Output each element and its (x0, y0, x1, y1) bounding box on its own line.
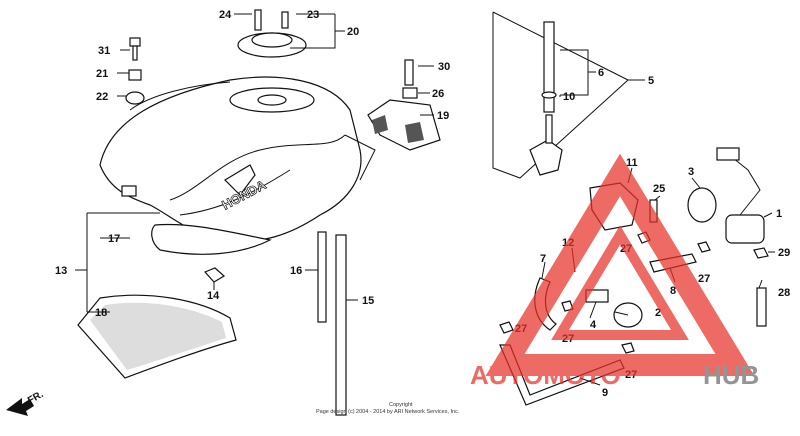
front-label: FR. (26, 389, 46, 407)
collar-21 (128, 69, 142, 81)
copyright-line-1: Copyright (389, 402, 413, 408)
fuel-valve-group (492, 11, 629, 179)
filler-cap (237, 9, 307, 58)
nut-26 (402, 87, 418, 99)
callout-24: 24 (219, 9, 232, 21)
callout-27-b: 27 (698, 273, 710, 285)
tube-15 (335, 234, 347, 416)
automotohub-watermark: AUTOMOTO HUB (470, 153, 759, 390)
grommet-3 (687, 187, 717, 223)
callout-5: 5 (648, 75, 654, 87)
callout-28: 28 (778, 287, 790, 299)
callout-3: 3 (688, 166, 694, 178)
callout-17: 17 (108, 233, 120, 245)
watermark-text-grey: HUB (703, 360, 759, 390)
callout-26: 26 (432, 88, 444, 100)
callout-20: 20 (347, 26, 359, 38)
callout-10: 10 (563, 91, 575, 103)
pump-connector (716, 147, 740, 161)
pump-wire (732, 157, 761, 216)
heat-guard (77, 294, 237, 379)
clip-27d (499, 321, 514, 334)
fuel-tank: HONDA (99, 76, 376, 242)
callout-21: 21 (96, 68, 108, 80)
callout-11: 11 (626, 157, 638, 169)
callout-29: 29 (778, 247, 790, 259)
callout-15: 15 (362, 295, 374, 307)
callout-16: 16 (290, 265, 302, 277)
mount-bracket (367, 99, 441, 151)
callout-9: 9 (602, 387, 608, 399)
callout-25: 25 (653, 183, 665, 195)
callout-23: 23 (307, 9, 319, 21)
clip-29 (753, 247, 769, 259)
bolt-30 (404, 59, 414, 86)
callout-1: 1 (776, 208, 782, 220)
tank-bottom-pad (151, 223, 272, 255)
callout-2: 2 (655, 307, 661, 319)
callout-14: 14 (207, 290, 220, 302)
callout-19: 19 (437, 110, 449, 122)
callout-7: 7 (540, 253, 546, 265)
watermark-text-red: AUTOMOTO (470, 360, 621, 390)
front-direction-marker: FR. (6, 389, 46, 416)
clip-27e (621, 342, 635, 354)
tube-16 (317, 231, 327, 323)
callout-22: 22 (96, 91, 108, 103)
rubber-22 (125, 91, 145, 105)
callout-18: 18 (95, 307, 107, 319)
callout-8: 8 (670, 285, 676, 297)
bolt-31 (129, 37, 141, 61)
tube-28 (756, 287, 767, 327)
callout-31: 31 (98, 45, 110, 57)
clip-14 (203, 267, 226, 283)
callout-4: 4 (590, 319, 597, 331)
clip-27b (697, 241, 711, 253)
fuel-pump-1 (725, 214, 765, 244)
callout-6: 6 (598, 67, 604, 79)
callout-13: 13 (55, 265, 67, 277)
copyright-line-2: Page design (c) 2004 - 2014 by ARI Netwo… (316, 409, 460, 415)
callout-30: 30 (438, 61, 450, 73)
